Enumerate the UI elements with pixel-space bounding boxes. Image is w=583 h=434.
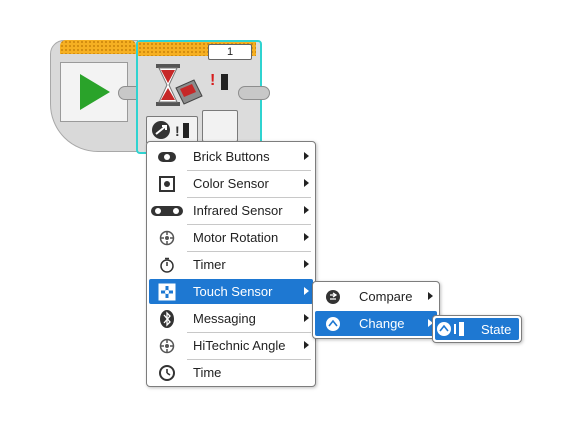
mode-selector-button[interactable]: ! <box>146 116 198 144</box>
chevron-right-icon <box>304 260 309 268</box>
chevron-right-icon <box>304 206 309 214</box>
output-connector-icon <box>238 86 270 100</box>
menu-item-time[interactable]: Time <box>149 360 313 385</box>
menu-item-infrared-sensor[interactable]: Infrared Sensor <box>149 198 313 223</box>
state-icon <box>435 318 469 340</box>
menu-divider <box>187 170 311 171</box>
chevron-right-icon <box>428 319 433 327</box>
menu-item-brick-buttons[interactable]: Brick Buttons <box>149 144 313 169</box>
change-icon <box>315 311 351 336</box>
timer-icon <box>149 252 185 277</box>
menu-divider <box>187 251 311 252</box>
motor-rotation-icon <box>149 225 185 250</box>
warning-icon: ! <box>210 72 216 89</box>
color-sensor-icon <box>149 171 185 196</box>
change-submenu: State <box>432 315 522 343</box>
svg-text:!: ! <box>175 123 180 139</box>
play-icon[interactable] <box>80 74 110 110</box>
brick-buttons-icon <box>149 144 185 169</box>
clock-icon <box>149 360 185 385</box>
chevron-right-icon <box>304 341 309 349</box>
state-indicator-icon <box>221 74 228 90</box>
start-block-header <box>60 40 136 54</box>
infrared-sensor-icon <box>149 198 185 223</box>
menu-item-timer[interactable]: Timer <box>149 252 313 277</box>
mode-icon: ! <box>152 121 189 139</box>
compare-icon <box>315 284 351 309</box>
menu-item-touch-sensor[interactable]: Touch Sensor <box>149 279 313 304</box>
input-parameter[interactable] <box>202 110 238 142</box>
chevron-right-icon <box>304 233 309 241</box>
wait-hourglass-icon <box>156 64 203 106</box>
menu-item-compare[interactable]: Compare <box>315 284 437 309</box>
chevron-right-icon <box>304 287 309 295</box>
menu-item-color-sensor[interactable]: Color Sensor <box>149 171 313 196</box>
chevron-right-icon <box>304 152 309 160</box>
menu-item-motor-rotation[interactable]: Motor Rotation <box>149 225 313 250</box>
bluetooth-icon <box>149 306 185 331</box>
menu-divider <box>187 224 311 225</box>
menu-item-change[interactable]: Change <box>315 311 437 336</box>
chevron-right-icon <box>304 314 309 322</box>
port-selector[interactable]: 1 <box>208 44 252 60</box>
menu-item-state[interactable]: State <box>435 318 519 340</box>
main-menu: Brick Buttons Color Sensor Infrared Sens… <box>146 141 316 387</box>
menu-divider <box>187 197 311 198</box>
menu-divider <box>187 332 311 333</box>
menu-item-messaging[interactable]: Messaging <box>149 306 313 331</box>
menu-item-hitechnic-angle[interactable]: HiTechnic Angle <box>149 333 313 358</box>
touch-sensor-icon <box>149 279 185 304</box>
menu-divider <box>187 359 311 360</box>
hitechnic-angle-icon <box>149 333 185 358</box>
chevron-right-icon <box>304 179 309 187</box>
touch-sensor-submenu: Compare Change <box>312 281 440 339</box>
chevron-right-icon <box>428 292 433 300</box>
